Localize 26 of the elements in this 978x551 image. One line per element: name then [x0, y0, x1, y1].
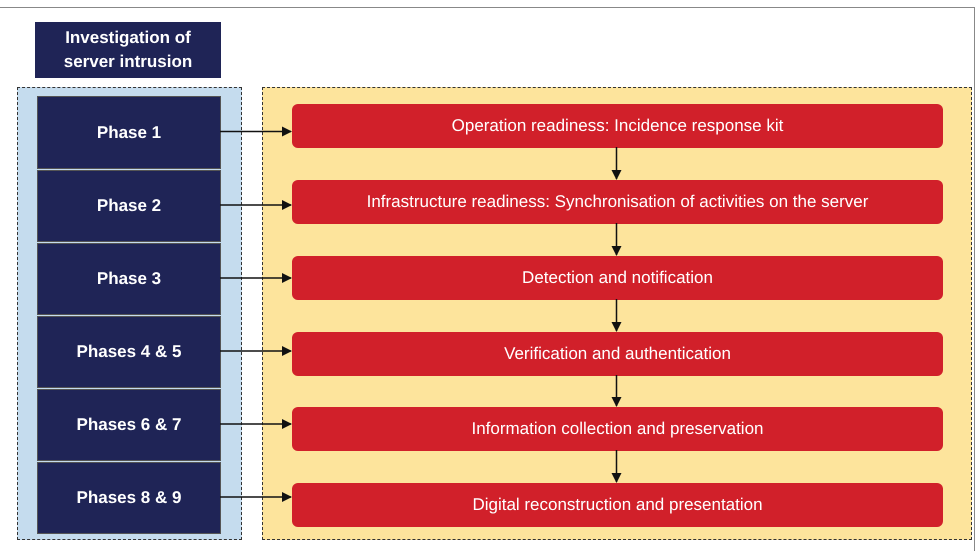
arrow — [612, 223, 622, 256]
heading-box: Investigation of server intrusion — [35, 22, 221, 78]
process-box: Detection and notification — [292, 256, 943, 300]
arrow — [220, 200, 292, 210]
arrow — [220, 492, 292, 502]
arrow — [220, 346, 292, 356]
group-panel — [262, 87, 972, 540]
arrow — [220, 419, 292, 429]
phase-box: Phase 3 — [37, 243, 221, 315]
arrow — [612, 375, 622, 407]
arrow — [220, 273, 292, 283]
phase-box: Phase 1 — [37, 96, 221, 169]
process-box: Infrastructure readiness: Synchronisation of activities on the server — [292, 180, 943, 224]
process-box: Digital reconstruction and presentation — [292, 483, 943, 527]
phase-box: Phases 8 & 9 — [37, 462, 221, 534]
phase-box: Phases 6 & 7 — [37, 389, 221, 461]
phase-box: Phase 2 — [37, 170, 221, 242]
arrow — [612, 147, 622, 180]
arrow — [612, 450, 622, 483]
process-box: Information collection and preservation — [292, 407, 943, 451]
phase-box: Phases 4 & 5 — [37, 316, 221, 388]
process-box: Operation readiness: Incidence response kit — [292, 104, 943, 148]
arrow — [612, 299, 622, 332]
arrow — [220, 126, 292, 136]
group-panel — [17, 87, 242, 540]
process-box: Verification and authentication — [292, 332, 943, 376]
